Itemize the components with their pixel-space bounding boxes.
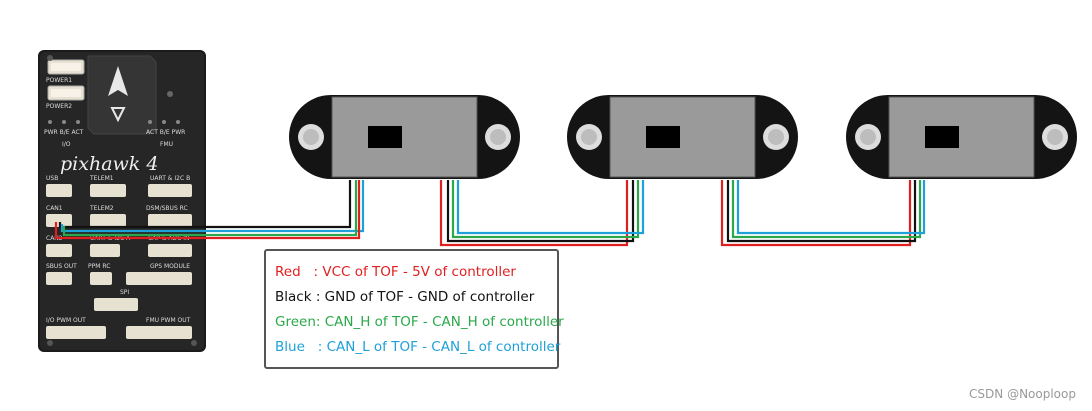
legend-red: Red : VCC of TOF - 5V of controller xyxy=(275,264,516,280)
spi-connector xyxy=(94,298,138,311)
wire-blue xyxy=(60,180,365,233)
wire-green xyxy=(451,180,640,239)
fmu-leds xyxy=(148,120,180,124)
sbus-out-label: SBUS OUT xyxy=(46,263,77,270)
io-leds xyxy=(48,120,80,124)
wire-legend: Red : VCC of TOF - 5V of controller Blac… xyxy=(264,249,564,369)
gps-module-label: GPS MODULE xyxy=(150,263,190,270)
legend-green: Green: CAN_H of TOF - CAN_H of controlle… xyxy=(275,314,564,330)
fmu-pwm-out-connector xyxy=(126,326,192,339)
watermark: CSDN @Nooploop xyxy=(969,387,1076,401)
power1-connector xyxy=(47,59,85,75)
io-pwm-out-label: I/O PWM OUT xyxy=(46,317,86,324)
wire-green xyxy=(62,180,358,237)
io-label: I/O xyxy=(62,141,71,148)
uart-i2c-a-connector xyxy=(90,244,120,257)
pixhawk-controller: POWER1 POWER2 PWR B/E ACT I/O ACT B/E PW… xyxy=(38,50,206,352)
io-pwm-out-connector xyxy=(46,326,106,339)
io-leds-label: PWR B/E ACT xyxy=(44,129,84,136)
spi-label: SPI xyxy=(120,289,129,296)
wire-red xyxy=(439,180,629,247)
power2-connector xyxy=(47,85,85,101)
usb-label: USB xyxy=(46,175,58,182)
telem1-connector xyxy=(90,184,126,197)
tof-sensor-2 xyxy=(567,95,798,179)
fmu-label: FMU xyxy=(160,141,173,148)
fmu-pwm-out-label: FMU PWM OUT xyxy=(146,317,191,324)
usb-connector xyxy=(46,184,72,197)
can1-connector xyxy=(46,214,72,227)
telem2-label: TELEM2 xyxy=(89,205,114,212)
can2-label: CAN2 xyxy=(46,235,63,242)
wire-red xyxy=(720,180,912,247)
power1-label: POWER1 xyxy=(46,77,72,84)
dsm-sbus-rc-connector xyxy=(148,214,192,227)
wire-black xyxy=(446,180,635,243)
wire-black xyxy=(58,180,352,229)
power2-label: POWER2 xyxy=(46,103,72,110)
telem1-label: TELEM1 xyxy=(89,175,114,182)
legend-black: Black : GND of TOF - GND of controller xyxy=(275,289,535,305)
cap-adc-in-connector xyxy=(148,244,192,257)
uart-i2c-b-connector xyxy=(148,184,192,197)
wire-red xyxy=(54,180,361,240)
sbus-out-connector xyxy=(46,272,72,285)
legend-blue: Blue : CAN_L of TOF - CAN_L of controlle… xyxy=(275,339,561,355)
fmu-leds-label: ACT B/E PWR xyxy=(146,129,185,136)
telem2-connector xyxy=(90,214,126,227)
ppm-rc-label: PPM RC xyxy=(88,263,110,270)
uart-i2c-b-label: UART & I2C B xyxy=(150,175,190,182)
triangle-logo-icon xyxy=(110,107,126,123)
tof-sensor-3 xyxy=(846,95,1077,179)
can1-label: CAN1 xyxy=(46,205,63,212)
arrow-module xyxy=(87,55,157,135)
wire-black xyxy=(726,180,917,243)
gps-module-connector xyxy=(126,272,192,285)
can2-connector xyxy=(46,244,72,257)
wires xyxy=(54,180,926,247)
wire-blue xyxy=(456,180,645,235)
pixhawk-logo: pixhawk 4 xyxy=(60,153,158,175)
tof-sensor-1 xyxy=(289,95,520,179)
wire-blue xyxy=(736,180,926,235)
ppm-rc-connector xyxy=(90,272,112,285)
wire-green xyxy=(731,180,922,239)
dsm-sbus-rc-label: DSM/SBUS RC xyxy=(146,205,188,212)
arrow-icon xyxy=(108,66,128,96)
